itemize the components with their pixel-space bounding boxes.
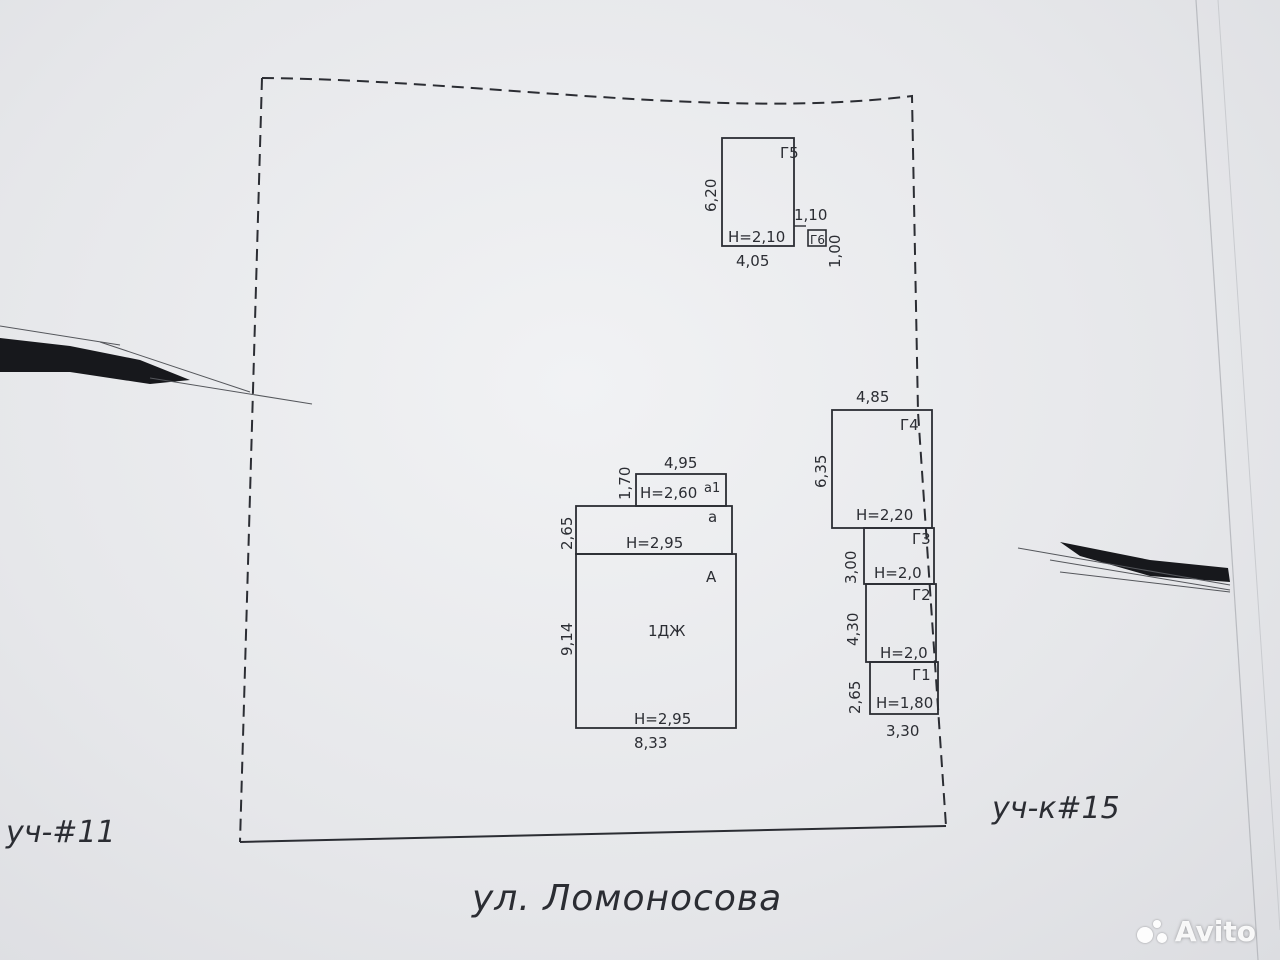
g4-depth: 6,35 — [812, 455, 830, 488]
g1-height: Н=1,80 — [876, 694, 933, 712]
plot-boundary-street — [239, 825, 947, 843]
sheet-edge-line — [1217, 0, 1280, 931]
house-height: Н=2,95 — [634, 710, 691, 728]
a1-width: 4,95 — [664, 454, 697, 472]
g1-name: Г1 — [912, 666, 931, 684]
left-arrow-mark — [0, 325, 313, 405]
a1-height: Н=2,60 — [640, 484, 697, 502]
house-a-outline — [575, 553, 737, 729]
neighbor-right-label: уч-к#15 — [991, 791, 1120, 826]
plot-boundary-dashed — [261, 77, 947, 827]
right-arrow-mark — [1017, 542, 1231, 593]
plot-boundary-left — [239, 77, 263, 843]
g4-height: Н=2,20 — [856, 506, 913, 524]
house-depth: 9,14 — [558, 623, 576, 656]
g6-width: 1,10 — [794, 206, 827, 224]
g4-width: 4,85 — [856, 388, 889, 406]
a-name: а — [708, 508, 717, 526]
a-depth: 2,65 — [558, 517, 576, 550]
building-g1 — [869, 661, 939, 715]
neighbor-left-label: уч-#11 — [5, 815, 116, 850]
building-house — [575, 473, 737, 729]
g2-depth: 4,30 — [844, 613, 862, 646]
a1-depth: 1,70 — [616, 467, 634, 500]
g5-height: Н=2,10 — [728, 228, 785, 246]
g4-name: Г4 — [900, 416, 919, 434]
a-height: Н=2,95 — [626, 534, 683, 552]
building-g6 — [807, 229, 827, 247]
g3-height: Н=2,0 — [874, 564, 922, 582]
g3-depth: 3,00 — [842, 551, 860, 584]
street-label: ул. Ломоносова — [471, 878, 782, 919]
g3-name: Г3 — [912, 530, 931, 548]
house-width: 8,33 — [634, 734, 667, 752]
building-g5 — [721, 137, 806, 247]
g5-depth: 6,20 — [702, 179, 720, 212]
g1-width: 3,30 — [886, 722, 919, 740]
g5-width: 4,05 — [736, 252, 769, 270]
house-name: А — [706, 568, 717, 586]
g6-name: Г6 — [810, 233, 825, 247]
g2-height: Н=2,0 — [880, 644, 928, 662]
g6-depth: 1,00 — [826, 235, 844, 268]
a1-name: а1 — [704, 481, 720, 496]
house-usage: 1ДЖ — [648, 622, 685, 640]
avito-watermark-text: Avito — [1174, 915, 1256, 948]
g5-name: Г5 — [780, 144, 799, 162]
g1-depth: 2,65 — [846, 681, 864, 714]
avito-watermark: Avito — [1135, 915, 1256, 948]
avito-logo-icon — [1135, 919, 1169, 945]
g2-name: Г2 — [912, 586, 931, 604]
sheet-edge-line — [1195, 0, 1259, 960]
